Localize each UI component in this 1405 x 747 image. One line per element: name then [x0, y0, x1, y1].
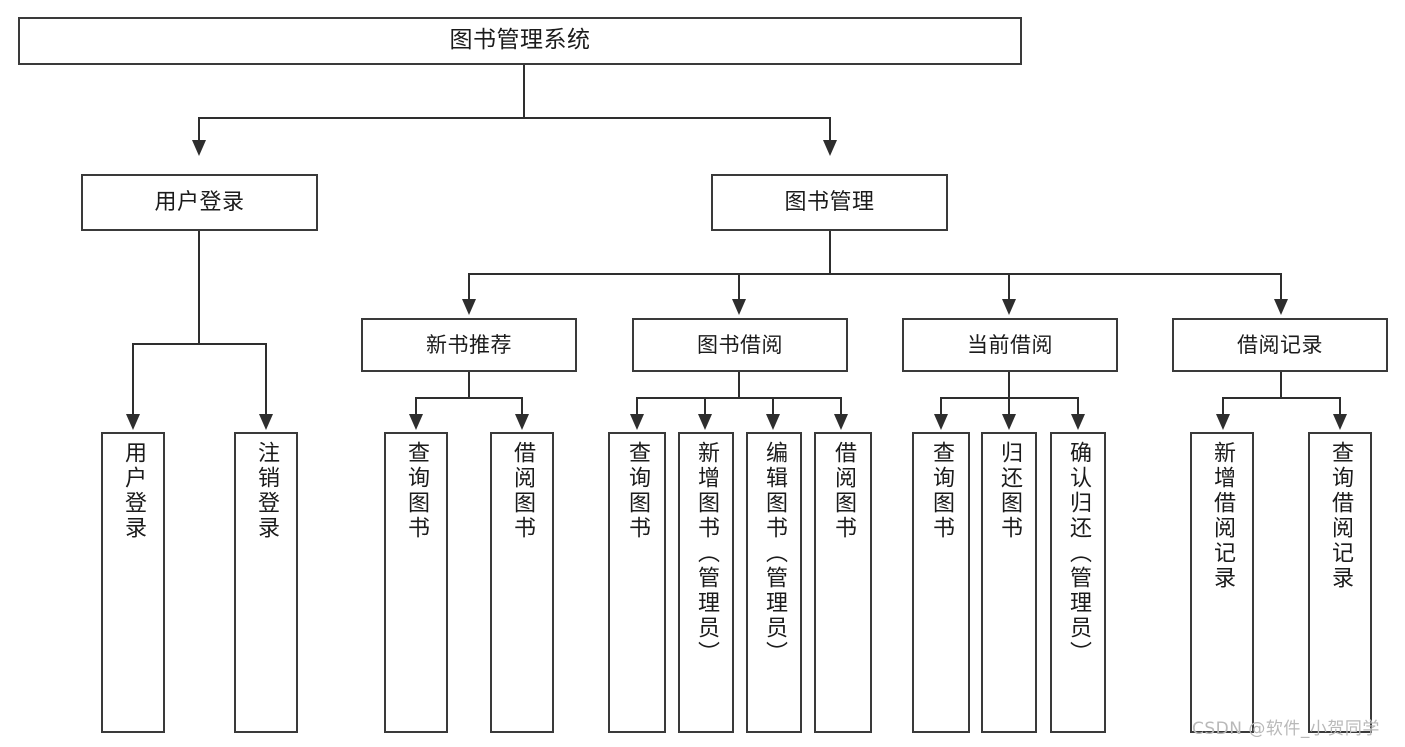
node-label: 图书管理系统 [449, 27, 591, 54]
arrowhead-leaf-edit-book [766, 414, 780, 430]
node-label: 新书推荐 [426, 332, 512, 357]
node-label: 借阅记录 [1237, 332, 1323, 357]
arrowhead-leaf-logout [259, 414, 273, 430]
node-label: 新增图书（管理员） [694, 441, 719, 666]
connector-drop-book-manage [829, 117, 831, 142]
node-label: 查询图书 [929, 441, 954, 541]
connector-drop-leaf-borrow-book-1 [521, 397, 523, 416]
node-label: 新增借阅记录 [1210, 441, 1235, 591]
node-label: 编辑图书（管理员） [762, 441, 787, 666]
leaf-node-logout[interactable]: 注销登录 [234, 432, 298, 733]
leaf-node-borrow-book-1[interactable]: 借阅图书 [490, 432, 554, 733]
connector-drop-leaf-query-book-2 [636, 397, 638, 416]
connector-drop-new-book-rec [468, 273, 470, 301]
connector-drop-book-borrow [738, 273, 740, 301]
connector-borrow-record-stem [1280, 372, 1282, 398]
leaf-node-confirm-return[interactable]: 确认归还（管理员） [1050, 432, 1106, 733]
connector-drop-leaf-query-book-3 [940, 397, 942, 416]
node-label: 注销登录 [254, 441, 279, 541]
node-root-system[interactable]: 图书管理系统 [18, 17, 1022, 65]
leaf-node-query-book-3[interactable]: 查询图书 [912, 432, 970, 733]
leaf-node-return-book[interactable]: 归还图书 [981, 432, 1037, 733]
connector-drop-leaf-add-book [704, 397, 706, 416]
node-book-borrow[interactable]: 图书借阅 [632, 318, 848, 372]
arrowhead-borrow-record [1274, 299, 1288, 315]
arrowhead-leaf-borrow-book-1 [515, 414, 529, 430]
arrowhead-leaf-query-book-2 [630, 414, 644, 430]
leaf-node-borrow-book-2[interactable]: 借阅图书 [814, 432, 872, 733]
node-label: 图书借阅 [697, 332, 783, 357]
arrowhead-leaf-confirm-return [1071, 414, 1085, 430]
connector-book-manage-stem [829, 231, 831, 274]
node-label: 借阅图书 [510, 441, 535, 541]
node-label: 确认归还（管理员） [1066, 441, 1091, 666]
arrowhead-leaf-return-book [1002, 414, 1016, 430]
connector-drop-borrow-record [1280, 273, 1282, 301]
arrowhead-leaf-query-record [1333, 414, 1347, 430]
connector-drop-leaf-query-record [1339, 397, 1341, 416]
connector-new-book-rec-bus [415, 397, 522, 399]
node-label: 用户登录 [121, 441, 146, 541]
connector-new-book-rec-stem [468, 372, 470, 398]
arrowhead-leaf-query-book-3 [934, 414, 948, 430]
node-label: 归还图书 [997, 441, 1022, 541]
node-label: 查询借阅记录 [1328, 441, 1353, 591]
connector-drop-leaf-logout [265, 343, 267, 416]
node-new-book-recommend[interactable]: 新书推荐 [361, 318, 577, 372]
connector-drop-leaf-borrow-book-2 [840, 397, 842, 416]
node-label: 当前借阅 [967, 332, 1053, 357]
connector-user-login-bus [132, 343, 266, 345]
connector-drop-leaf-query-book-1 [415, 397, 417, 416]
leaf-node-add-book[interactable]: 新增图书（管理员） [678, 432, 734, 733]
arrowhead-leaf-query-book-1 [409, 414, 423, 430]
arrowhead-leaf-user-login [126, 414, 140, 430]
node-label: 图书管理 [784, 189, 875, 215]
connector-drop-leaf-add-record [1222, 397, 1224, 416]
leaf-node-query-book-1[interactable]: 查询图书 [384, 432, 448, 733]
node-book-manage[interactable]: 图书管理 [711, 174, 948, 231]
arrowhead-leaf-add-book [698, 414, 712, 430]
csdn-watermark: CSDN @软件_小贺同学 [1192, 719, 1380, 739]
connector-root-stem [523, 65, 525, 118]
connector-book-borrow-stem [738, 372, 740, 398]
arrowhead-book-manage [823, 140, 837, 156]
connector-drop-user-login [198, 117, 200, 142]
connector-drop-leaf-return-book [1008, 397, 1010, 416]
node-borrow-record[interactable]: 借阅记录 [1172, 318, 1388, 372]
node-label: 用户登录 [154, 189, 245, 215]
connector-borrow-record-bus [1222, 397, 1340, 399]
connector-drop-leaf-user-login [132, 343, 134, 416]
arrowhead-current-borrow [1002, 299, 1016, 315]
leaf-node-user-login[interactable]: 用户登录 [101, 432, 165, 733]
connector-drop-leaf-edit-book [772, 397, 774, 416]
connector-level2-bus [468, 273, 1282, 275]
arrowhead-book-borrow [732, 299, 746, 315]
connector-current-borrow-stem [1008, 372, 1010, 398]
connector-drop-leaf-confirm-return [1077, 397, 1079, 416]
connector-book-borrow-bus [636, 397, 842, 399]
leaf-node-edit-book[interactable]: 编辑图书（管理员） [746, 432, 802, 733]
arrowhead-leaf-add-record [1216, 414, 1230, 430]
leaf-node-query-book-2[interactable]: 查询图书 [608, 432, 666, 733]
arrowhead-new-book-rec [462, 299, 476, 315]
node-label: 查询图书 [404, 441, 429, 541]
leaf-node-query-record[interactable]: 查询借阅记录 [1308, 432, 1372, 733]
node-label: 查询图书 [625, 441, 650, 541]
arrowhead-user-login [192, 140, 206, 156]
arrowhead-leaf-borrow-book-2 [834, 414, 848, 430]
node-current-borrow[interactable]: 当前借阅 [902, 318, 1118, 372]
node-user-login[interactable]: 用户登录 [81, 174, 318, 231]
leaf-node-add-record[interactable]: 新增借阅记录 [1190, 432, 1254, 733]
connector-user-login-stem [198, 231, 200, 344]
connector-drop-current-borrow [1008, 273, 1010, 301]
node-label: 借阅图书 [831, 441, 856, 541]
connector-level1-bus [198, 117, 830, 119]
